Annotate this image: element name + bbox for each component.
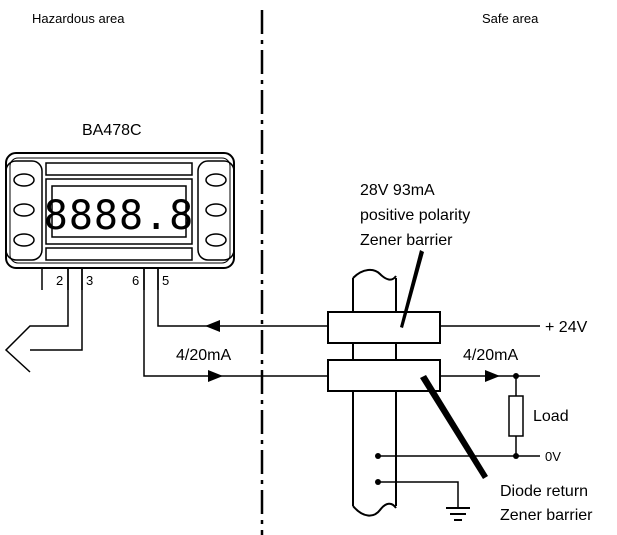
instrument-model-label: BA478C: [82, 122, 142, 139]
load-junction-bottom: [513, 453, 519, 459]
zero-volt-label: 0V: [545, 449, 561, 464]
positive-barrier: [327, 311, 441, 344]
hazardous-area-label: Hazardous area: [32, 11, 125, 26]
hazardous-wiring: [4, 268, 328, 377]
barrier-1-label-line2: positive polarity: [360, 207, 470, 224]
current-label-safe: 4/20mA: [463, 347, 518, 364]
load-label: Load: [533, 408, 569, 425]
safe-area-label: Safe area: [482, 11, 539, 26]
terminal-3-label: 3: [86, 273, 93, 288]
barrier-2-label-line1: Diode return: [500, 483, 588, 500]
display-readout: 8888.8: [44, 193, 195, 239]
barrier-2-pointer: [420, 375, 488, 479]
indicator-instrument: [5, 152, 235, 269]
current-label-hazardous: 4/20mA: [176, 347, 231, 364]
supply-label: + 24V: [545, 319, 588, 336]
ground-icon: [446, 507, 470, 521]
terminal-2-label: 2: [56, 273, 63, 288]
arrow-to-terminal-5: [205, 320, 220, 332]
barrier-1-label-line1: 28V 93mA: [360, 182, 435, 199]
barrier-2-label-line2: Zener barrier: [500, 507, 593, 524]
terminal-6-label: 6: [132, 273, 139, 288]
din-rail: [352, 268, 397, 517]
arrow-to-load: [485, 370, 500, 382]
arrow-to-barrier-2: [208, 370, 223, 382]
terminal-5-label: 5: [162, 273, 169, 288]
barrier-1-label-line3: Zener barrier: [360, 232, 453, 249]
diode-return-barrier: [327, 359, 441, 392]
barrier-1-pointer: [400, 250, 424, 328]
load-junction-top: [513, 373, 519, 379]
rail-terminal-ground: [375, 479, 381, 485]
rail-terminal-0v: [375, 453, 381, 459]
